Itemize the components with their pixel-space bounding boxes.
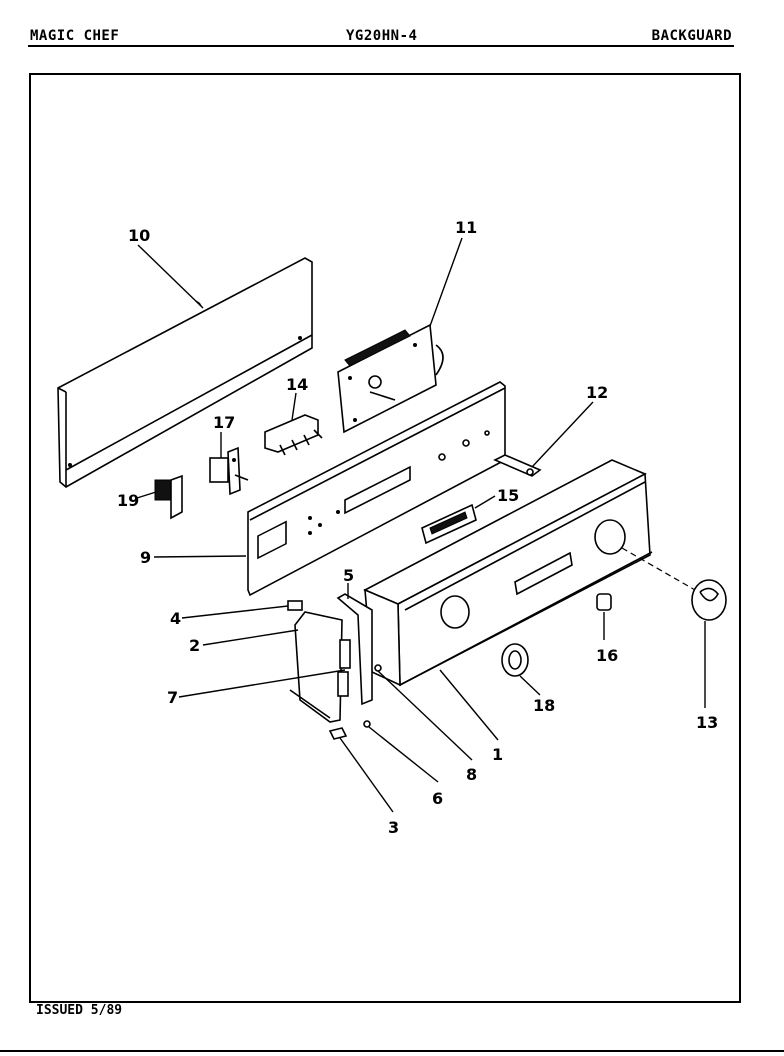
part-1-backguard-housing [363, 459, 653, 687]
callout-10: 10 [128, 226, 150, 245]
part-12-screw [526, 468, 534, 476]
callout-labels: 10 11 12 14 17 19 15 9 5 4 2 7 8 1 6 3 1… [117, 218, 718, 837]
issued-date: ISSUED 5/89 [36, 1003, 123, 1018]
callout-7: 7 [167, 688, 178, 707]
callout-19: 19 [117, 491, 139, 510]
part-4-clip [287, 600, 303, 611]
callout-17: 17 [213, 413, 235, 432]
part-10-rear-panel [57, 257, 313, 488]
callout-6: 6 [432, 789, 443, 808]
footer-rule [0, 1050, 784, 1052]
part-8-screw [374, 664, 382, 672]
leader-lines [136, 237, 706, 813]
callout-11: 11 [455, 218, 477, 237]
header-rule [28, 45, 734, 47]
part-5-trim-strip [336, 593, 373, 706]
part-15-indicator-lens [421, 503, 477, 545]
part-17-bracket-switch [209, 446, 249, 496]
part-6-screw [363, 720, 371, 728]
model-number: YG20HN-4 [346, 28, 418, 44]
diagram-frame [29, 73, 741, 1003]
part-18-knob [501, 643, 529, 677]
callout-13: 13 [696, 713, 718, 732]
part-11-clock-timer [337, 323, 444, 434]
callout-15: 15 [497, 486, 519, 505]
callout-5: 5 [343, 566, 354, 585]
callout-2: 2 [189, 636, 200, 655]
part-3-hinge-bracket [328, 727, 348, 740]
callout-3: 3 [388, 818, 399, 837]
callout-1: 1 [492, 745, 503, 764]
brand-title: MAGIC CHEF [30, 28, 120, 44]
callout-16: 16 [596, 646, 618, 665]
callout-4: 4 [170, 609, 181, 628]
part-14-switch-block [264, 414, 323, 456]
part-19-ignitor-switch [154, 474, 183, 520]
callout-12: 12 [586, 383, 608, 402]
section-title: BACKGUARD [651, 28, 732, 44]
callout-9: 9 [140, 548, 151, 567]
callout-18: 18 [533, 696, 555, 715]
part-2-end-cap [289, 611, 351, 723]
callout-14: 14 [286, 375, 308, 394]
part-13-clock-cover [621, 547, 727, 621]
callout-8: 8 [466, 765, 477, 784]
part-16-knob [596, 593, 612, 611]
